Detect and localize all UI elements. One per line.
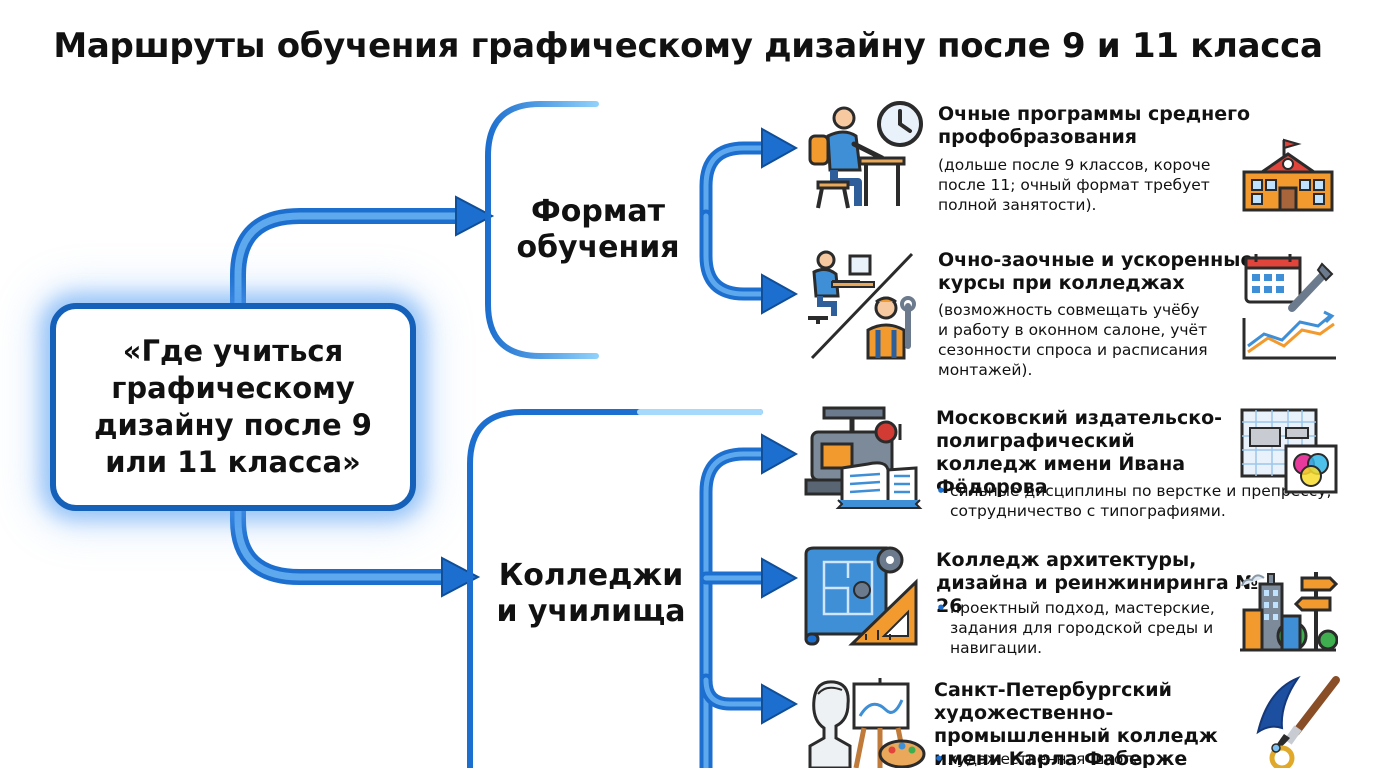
item-title-full-time: Очные программы среднего профобразования (938, 103, 1251, 148)
arrow-to-format (455, 195, 495, 237)
student-desk-icon (808, 101, 923, 209)
central-question-text: «Где учиться графическому дизайну после … (94, 334, 372, 479)
connector-center-to-format (230, 208, 466, 311)
item-title-part-time: Очно-заочные и ускоренные курсы при колл… (938, 249, 1254, 294)
item-desc-part-time: (возможность совмещать учёбу и работу в … (938, 301, 1208, 379)
branch-label-colleges: Колледжи и училища (496, 558, 686, 629)
item-desc-full-time: (дольше после 9 классов, короче после 11… (938, 156, 1211, 214)
arrow-format-item-2 (761, 273, 799, 315)
work-study-split-icon (808, 250, 916, 360)
item-desc-fedorov-college: сильные дисциплины по верстке и препресс… (936, 481, 1336, 521)
connector-center-to-colleges (230, 503, 452, 585)
arrow-colleges-item-3 (761, 683, 799, 725)
item-desc-faberge-college: художественная школа, композиция, (934, 749, 1254, 768)
arrow-to-colleges (441, 556, 481, 598)
connector-colleges-trunk (699, 447, 773, 768)
arrow-format-item-1 (761, 127, 799, 169)
school-building-icon (1242, 138, 1334, 212)
layout-colorwheel-icon (1240, 408, 1338, 494)
connector-center-to-colleges-inner (234, 507, 448, 581)
blueprint-triangle-icon (804, 546, 918, 646)
page-title: Маршруты обучения графическому дизайну п… (53, 26, 1323, 66)
sculpture-easel-icon (808, 678, 926, 768)
calendar-wrench-chart-icon (1242, 254, 1336, 360)
connector-center-to-format-inner (234, 212, 462, 307)
item-desc-college-26: проектный подход, мастерские, задания дл… (936, 598, 1226, 658)
city-signpost-icon (1240, 572, 1338, 652)
central-question-box: «Где учиться графическому дизайну после … (50, 303, 416, 511)
arrow-colleges-item-1 (761, 433, 799, 475)
branch-label-format: Формат обучения (516, 194, 680, 265)
printing-press-book-icon (804, 406, 923, 509)
brush-ring-icon (1256, 675, 1340, 768)
bracket-format (485, 101, 599, 359)
bracket-colleges (467, 409, 763, 768)
arrow-colleges-item-2 (761, 557, 799, 599)
